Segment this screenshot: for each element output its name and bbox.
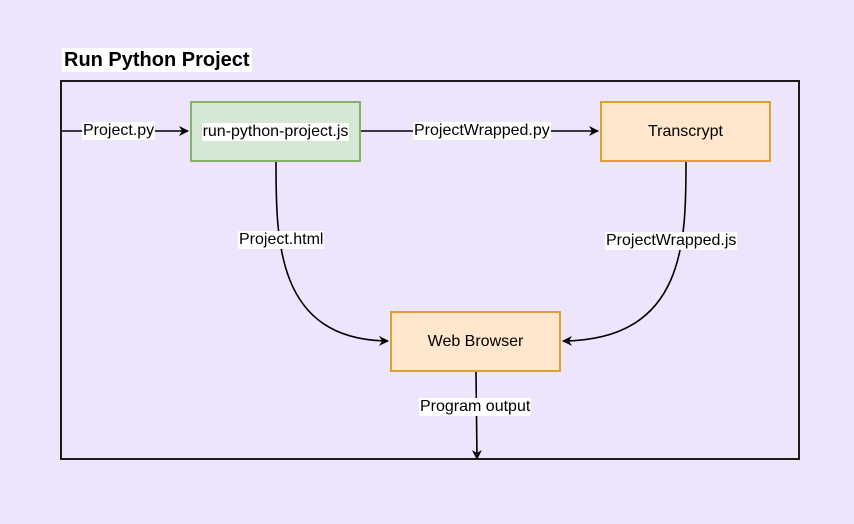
node-run-python-project[interactable]: run-python-project.js <box>190 101 361 162</box>
edge-label-project-html: Project.html <box>238 231 325 249</box>
edge-label-project-wrapped-js: ProjectWrapped.js <box>605 232 738 250</box>
node-transcrypt[interactable]: Transcrypt <box>600 101 771 162</box>
container-frame <box>60 80 800 460</box>
edge-label-program-output: Program output <box>419 398 532 416</box>
edge-label-project-wrapped-py: ProjectWrapped.py <box>413 122 551 140</box>
edge-transcrypt-to-browser <box>562 161 687 346</box>
diagram-title: Run Python Project <box>62 48 252 72</box>
node-run-python-project-label: run-python-project.js <box>201 122 350 141</box>
node-web-browser-label: Web Browser <box>427 332 524 350</box>
node-transcrypt-label: Transcrypt <box>648 122 723 140</box>
edge-label-project-py: Project.py <box>82 122 156 140</box>
node-web-browser[interactable]: Web Browser <box>390 311 561 372</box>
edge-runner-to-browser <box>275 161 389 346</box>
